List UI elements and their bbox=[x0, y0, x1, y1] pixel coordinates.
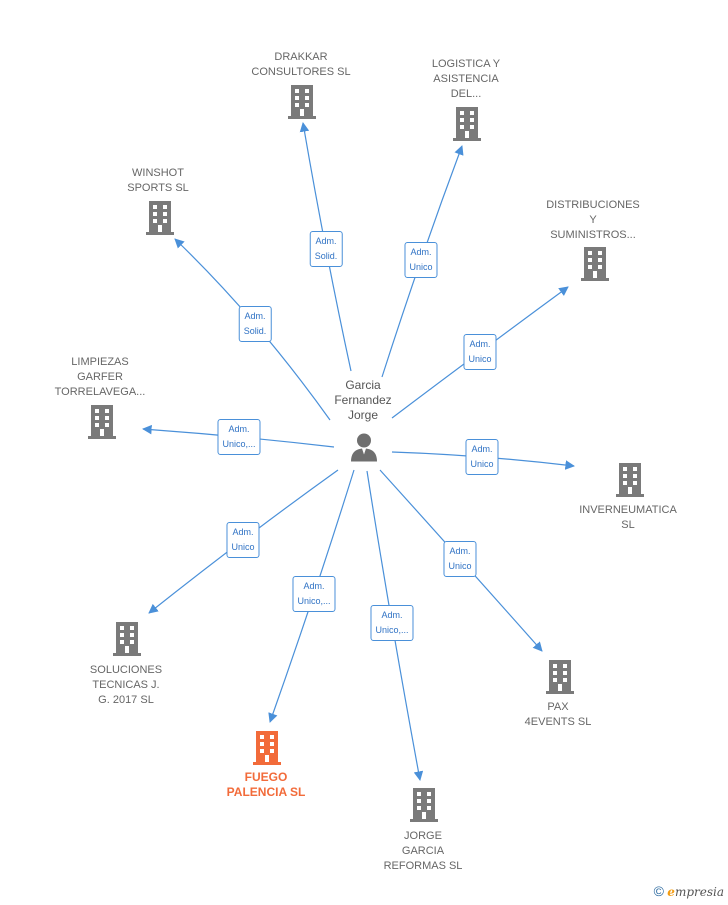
company-label-drakkar[interactable]: DRAKKAR CONSULTORES SL bbox=[251, 51, 351, 78]
company-label-winshot[interactable]: WINSHOT SPORTS SL bbox=[127, 167, 189, 194]
role-badge-drakkar[interactable]: Adm. Solid. bbox=[309, 231, 343, 267]
company-label-inverneumatica[interactable]: INVERNEUMATICA SL bbox=[579, 504, 677, 531]
brand-initial: e bbox=[667, 885, 675, 899]
building-icon-logistica[interactable] bbox=[453, 107, 481, 141]
role-badge-jorge[interactable]: Adm. Unico,... bbox=[370, 605, 414, 641]
company-label-limpiezas[interactable]: LIMPIEZAS GARFER TORRELAVEGA... bbox=[54, 356, 146, 398]
role-badge-inverneumatica[interactable]: Adm. Unico bbox=[465, 439, 499, 475]
role-badge-fuego[interactable]: Adm. Unico,... bbox=[292, 576, 336, 612]
building-icon-pax[interactable] bbox=[546, 660, 574, 694]
building-icon-jorge[interactable] bbox=[410, 788, 438, 822]
company-label-jorge[interactable]: JORGE GARCIA REFORMAS SL bbox=[383, 830, 463, 872]
center-person-label: Garcia Fernandez Jorge bbox=[334, 378, 392, 422]
company-label-soluciones[interactable]: SOLUCIONES TECNICAS J. G. 2017 SL bbox=[89, 664, 163, 706]
building-icon-fuego[interactable] bbox=[253, 731, 281, 765]
role-badge-logistica[interactable]: Adm. Unico bbox=[404, 242, 438, 278]
footer-brand: © empresia bbox=[654, 883, 724, 899]
company-label-distribuciones[interactable]: DISTRIBUCIONES Y SUMINISTROS... bbox=[546, 199, 640, 241]
building-icon-drakkar[interactable] bbox=[288, 85, 316, 119]
role-badge-soluciones[interactable]: Adm. Unico bbox=[226, 522, 260, 558]
brand-name: mpresia bbox=[674, 885, 724, 899]
copyright-symbol: © bbox=[653, 883, 664, 899]
role-badge-pax[interactable]: Adm. Unico bbox=[443, 541, 477, 577]
role-badge-distribuciones[interactable]: Adm. Unico bbox=[463, 334, 497, 370]
building-icon-soluciones[interactable] bbox=[113, 622, 141, 656]
building-icon-inverneumatica[interactable] bbox=[616, 463, 644, 497]
building-icon-distribuciones[interactable] bbox=[581, 247, 609, 281]
building-icon-limpiezas[interactable] bbox=[88, 405, 116, 439]
company-label-logistica[interactable]: LOGISTICA Y ASISTENCIA DEL... bbox=[431, 58, 501, 100]
role-badge-limpiezas[interactable]: Adm. Unico,... bbox=[217, 419, 261, 455]
company-label-pax[interactable]: PAX 4EVENTS SL bbox=[524, 701, 592, 728]
person-icon[interactable] bbox=[349, 432, 379, 467]
building-icon-winshot[interactable] bbox=[146, 201, 174, 235]
role-badge-winshot[interactable]: Adm. Solid. bbox=[238, 306, 272, 342]
company-label-fuego[interactable]: FUEGO PALENCIA SL bbox=[226, 770, 306, 799]
